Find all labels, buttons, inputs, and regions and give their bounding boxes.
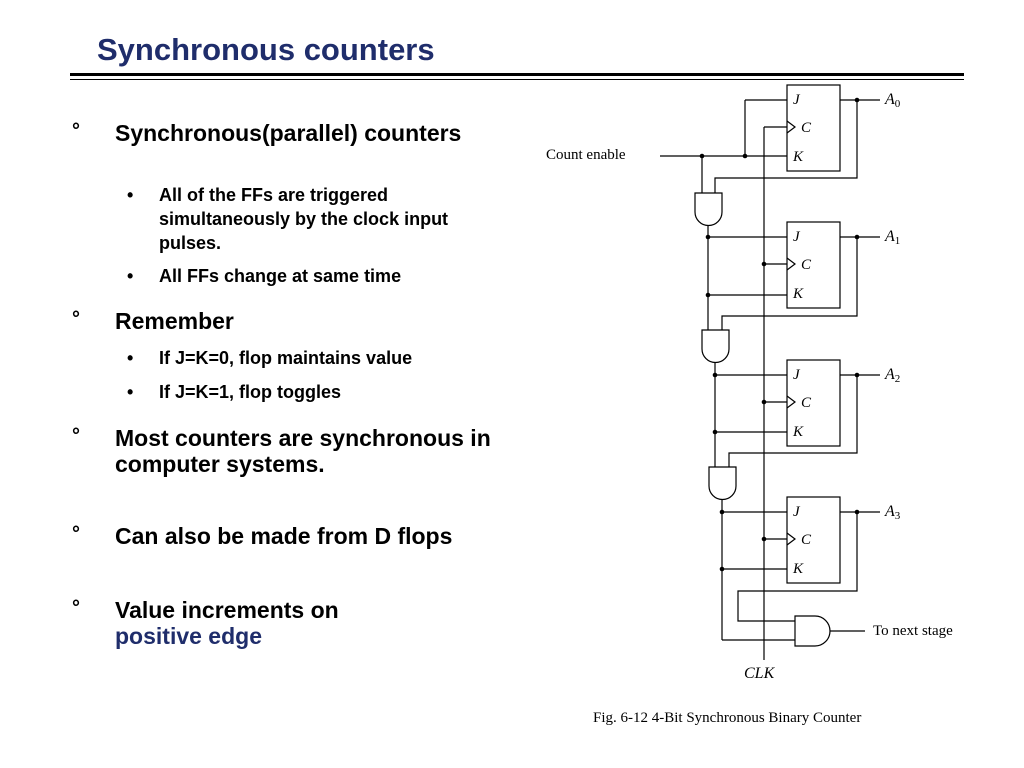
bullet-marker: °: [72, 308, 80, 330]
title-rule-thin: [70, 79, 964, 80]
clock-edge-icon: [786, 395, 796, 409]
ff3-k-label: K: [792, 561, 804, 577]
junction-dots: [699, 97, 860, 572]
bullet-text: Remember: [115, 308, 234, 334]
and-gate-3: [708, 466, 737, 501]
bullet-text-main: Value increments on: [115, 597, 339, 623]
sub-bullet-text: All of the FFs are triggered simultaneou…: [159, 185, 449, 253]
bullet-most-counters: ° Most counters are synchronous in compu…: [72, 425, 492, 477]
slide-title: Synchronous counters: [97, 32, 435, 67]
ff0-j-label: J: [793, 92, 801, 108]
clk-label: CLK: [744, 665, 776, 682]
bullet-marker: °: [72, 523, 80, 545]
output-a1-label: A1: [884, 228, 900, 247]
bullet-text: Synchronous(parallel) counters: [115, 120, 462, 146]
bullet-marker: °: [72, 425, 80, 447]
sub-bullet-marker: •: [127, 185, 134, 205]
bullet-remember: ° Remember: [72, 308, 492, 334]
ff2-j-label: J: [793, 367, 801, 383]
and-gate-2: [701, 329, 730, 364]
flipflop-1-box: [786, 221, 841, 309]
ff1-c-label: C: [801, 257, 812, 273]
and-gate-next-stage: [794, 615, 831, 647]
positive-edge-highlight: positive edge: [115, 623, 262, 649]
sub-bullet-triggered: • All of the FFs are triggered simultane…: [127, 183, 492, 255]
flipflop-2-box: [786, 359, 841, 447]
output-a0-label: A0: [884, 91, 901, 110]
flipflop-0-box: [786, 84, 841, 172]
sub-bullet-text: All FFs change at same time: [159, 266, 402, 286]
sub-bullet-marker: •: [127, 348, 134, 368]
clock-edge-icon: [786, 120, 796, 134]
ff1-j-label: J: [793, 229, 801, 245]
sub-bullet-jk-one: • If J=K=1, flop toggles: [127, 380, 492, 404]
clock-edge-icon: [786, 257, 796, 271]
ff2-k-label: K: [792, 424, 804, 440]
bullet-text: Most counters are synchronous in compute…: [115, 425, 491, 477]
sub-bullet-text: If J=K=0, flop maintains value: [159, 348, 413, 368]
bullet-synchronous-parallel: ° Synchronous(parallel) counters: [72, 120, 492, 146]
to-next-stage-label: To next stage: [873, 623, 953, 639]
flipflop-3-box: [786, 496, 841, 584]
clock-edge-icon: [786, 532, 796, 546]
bullet-d-flops: ° Can also be made from D flops: [72, 523, 492, 549]
title-rule-thick: [70, 73, 964, 76]
bullet-marker: °: [72, 597, 80, 619]
figure-caption: Fig. 6-12 4-Bit Synchronous Binary Count…: [593, 710, 861, 726]
sub-bullet-text: If J=K=1, flop toggles: [159, 382, 342, 402]
ff0-c-label: C: [801, 120, 812, 136]
bullet-text: Can also be made from D flops: [115, 523, 453, 549]
sub-bullet-jk-zero: • If J=K=0, flop maintains value: [127, 346, 492, 370]
ff3-j-label: J: [793, 504, 801, 520]
sub-bullet-marker: •: [127, 266, 134, 286]
sub-bullet-same-time: • All FFs change at same time: [127, 264, 492, 288]
ff2-c-label: C: [801, 395, 812, 411]
count-enable-label: Count enable: [546, 147, 626, 163]
bullet-marker: °: [72, 120, 80, 142]
bullet-text: Value increments on positive edge: [115, 597, 492, 649]
and-gate-1: [694, 192, 723, 227]
ff3-c-label: C: [801, 532, 812, 548]
output-a2-label: A2: [884, 366, 900, 385]
bullet-value-increments: ° Value increments on positive edge: [72, 597, 492, 649]
ff0-k-label: K: [792, 149, 804, 165]
output-a3-label: A3: [884, 503, 901, 522]
sub-bullet-marker: •: [127, 382, 134, 402]
ff1-k-label: K: [792, 286, 804, 302]
